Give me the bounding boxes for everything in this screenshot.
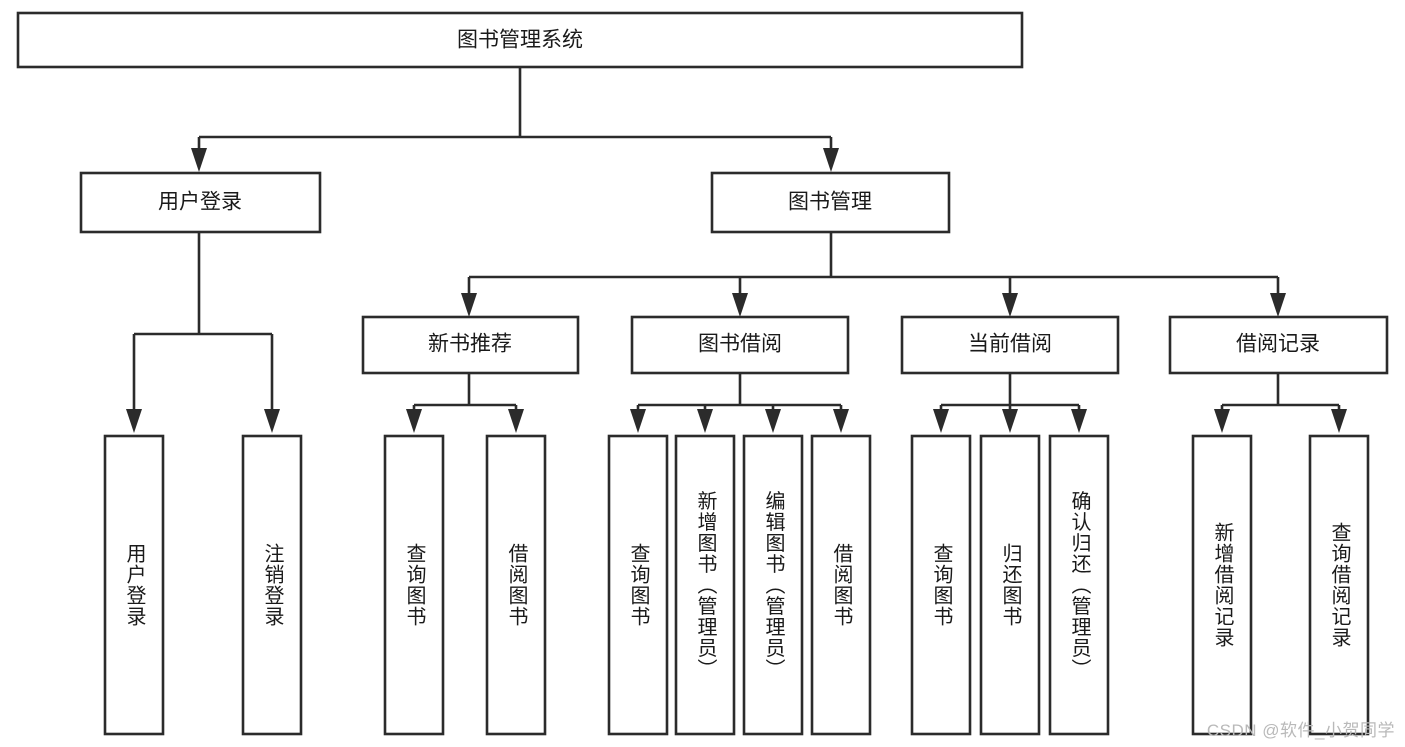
- connector-borrow-record-trunk: [1220, 373, 1341, 418]
- leaf-query-book-2-label: 查询图书: [627, 543, 650, 627]
- leaf-edit-book-box[interactable]: [742, 434, 804, 736]
- arrow-to-leaf-borrow-book-2: [833, 409, 849, 433]
- leaf-logout-label: 注销登录: [261, 543, 284, 627]
- arrow-to-leaf-query-record: [1331, 409, 1347, 433]
- arrow-to-leaf-add-book: [697, 409, 713, 433]
- arrow-to-borrow-record: [1270, 293, 1286, 317]
- leaf-borrow-book-1-box[interactable]: [485, 434, 547, 736]
- arrow-to-book-borrow: [732, 293, 748, 317]
- arrow-to-leaf-confirm-return: [1071, 409, 1087, 433]
- node-book-borrow-label: 图书借阅: [698, 333, 782, 356]
- leaf-confirm-return-box[interactable]: [1048, 434, 1110, 736]
- node-current-borrow-box[interactable]: [900, 315, 1120, 375]
- node-book-manage[interactable]: 图书管理: [710, 171, 951, 234]
- leaf-query-book-1-label: 查询图书: [403, 543, 426, 627]
- node-borrow-record[interactable]: 借阅记录: [1168, 315, 1389, 375]
- node-current-borrow[interactable]: 当前借阅: [900, 315, 1120, 375]
- arrow-to-leaf-query-book-3: [933, 409, 949, 433]
- leaf-query-book-1-box[interactable]: [383, 434, 445, 736]
- node-borrow-record-label: 借阅记录: [1236, 333, 1320, 356]
- arrow-to-leaf-add-record: [1214, 409, 1230, 433]
- leaf-label-layer: 用户登录 注销登录 查询图书 借阅图书 查询图书 新增图书（管理员） 编辑图书（…: [123, 490, 1351, 679]
- leaf-query-book-3-label: 查询图书: [930, 543, 953, 627]
- arrow-to-leaf-user-login: [126, 409, 142, 433]
- leaf-edit-book-label: 编辑图书（管理员）: [762, 490, 785, 679]
- leaf-user-login-box[interactable]: [103, 434, 165, 736]
- leaf-add-record-box[interactable]: [1191, 434, 1253, 736]
- arrow-to-new-book-rec: [461, 293, 477, 317]
- leaf-user-login-label: 用户登录: [123, 543, 146, 627]
- node-book-manage-box[interactable]: [710, 171, 951, 234]
- node-current-borrow-label: 当前借阅: [968, 333, 1052, 356]
- connector-new-book-rec-trunk: [412, 373, 518, 418]
- leaf-borrow-book-2-box[interactable]: [810, 434, 872, 736]
- leaf-add-book-box[interactable]: [674, 434, 736, 736]
- leaf-return-book-label: 归还图书: [999, 543, 1022, 627]
- node-user-login[interactable]: 用户登录: [79, 171, 322, 234]
- node-user-login-label: 用户登录: [158, 191, 242, 214]
- node-user-login-box[interactable]: [79, 171, 322, 234]
- connector-book-borrow-trunk: [636, 373, 843, 418]
- leaf-query-record-label: 查询借阅记录: [1328, 522, 1351, 648]
- csdn-watermark: CSDN @软件_小贺同学: [1206, 721, 1395, 740]
- leaf-confirm-return-label: 确认归还（管理员）: [1068, 490, 1091, 679]
- node-root-label: 图书管理系统: [457, 29, 583, 52]
- arrow-to-book-manage: [823, 148, 839, 172]
- arrow-to-user-login: [191, 148, 207, 172]
- arrow-to-leaf-edit-book: [765, 409, 781, 433]
- leaf-add-book-label: 新增图书（管理员）: [694, 490, 717, 679]
- connector-root-trunk: [197, 67, 833, 158]
- arrow-to-leaf-borrow-book-1: [508, 409, 524, 433]
- connector-book-manage-trunk: [467, 232, 1280, 303]
- leaf-logout-box[interactable]: [241, 434, 303, 736]
- node-new-book-rec-box[interactable]: [361, 315, 580, 375]
- arrow-to-leaf-query-book-1: [406, 409, 422, 433]
- node-new-book-rec-label: 新书推荐: [428, 333, 512, 356]
- leaf-box-layer: [103, 434, 1370, 736]
- node-root-box[interactable]: [16, 11, 1024, 69]
- connector-user-login-trunk: [132, 232, 274, 418]
- leaf-query-record-box[interactable]: [1308, 434, 1370, 736]
- leaf-borrow-book-2-label: 借阅图书: [830, 543, 853, 627]
- leaf-add-record-label: 新增借阅记录: [1211, 522, 1234, 648]
- leaf-return-book-box[interactable]: [979, 434, 1041, 736]
- node-book-borrow[interactable]: 图书借阅: [630, 315, 850, 375]
- node-book-borrow-box[interactable]: [630, 315, 850, 375]
- node-book-manage-label: 图书管理: [788, 191, 872, 214]
- arrow-to-leaf-logout: [264, 409, 280, 433]
- node-root[interactable]: 图书管理系统: [16, 11, 1024, 69]
- arrow-to-leaf-query-book-2: [630, 409, 646, 433]
- node-borrow-record-box[interactable]: [1168, 315, 1389, 375]
- arrow-to-leaf-return-book: [1002, 409, 1018, 433]
- leaf-query-book-3-box[interactable]: [910, 434, 972, 736]
- arrow-to-current-borrow: [1002, 293, 1018, 317]
- connector-layer: [126, 67, 1347, 433]
- node-new-book-rec[interactable]: 新书推荐: [361, 315, 580, 375]
- leaf-borrow-book-1-label: 借阅图书: [505, 543, 528, 627]
- leaf-query-book-2-box[interactable]: [607, 434, 669, 736]
